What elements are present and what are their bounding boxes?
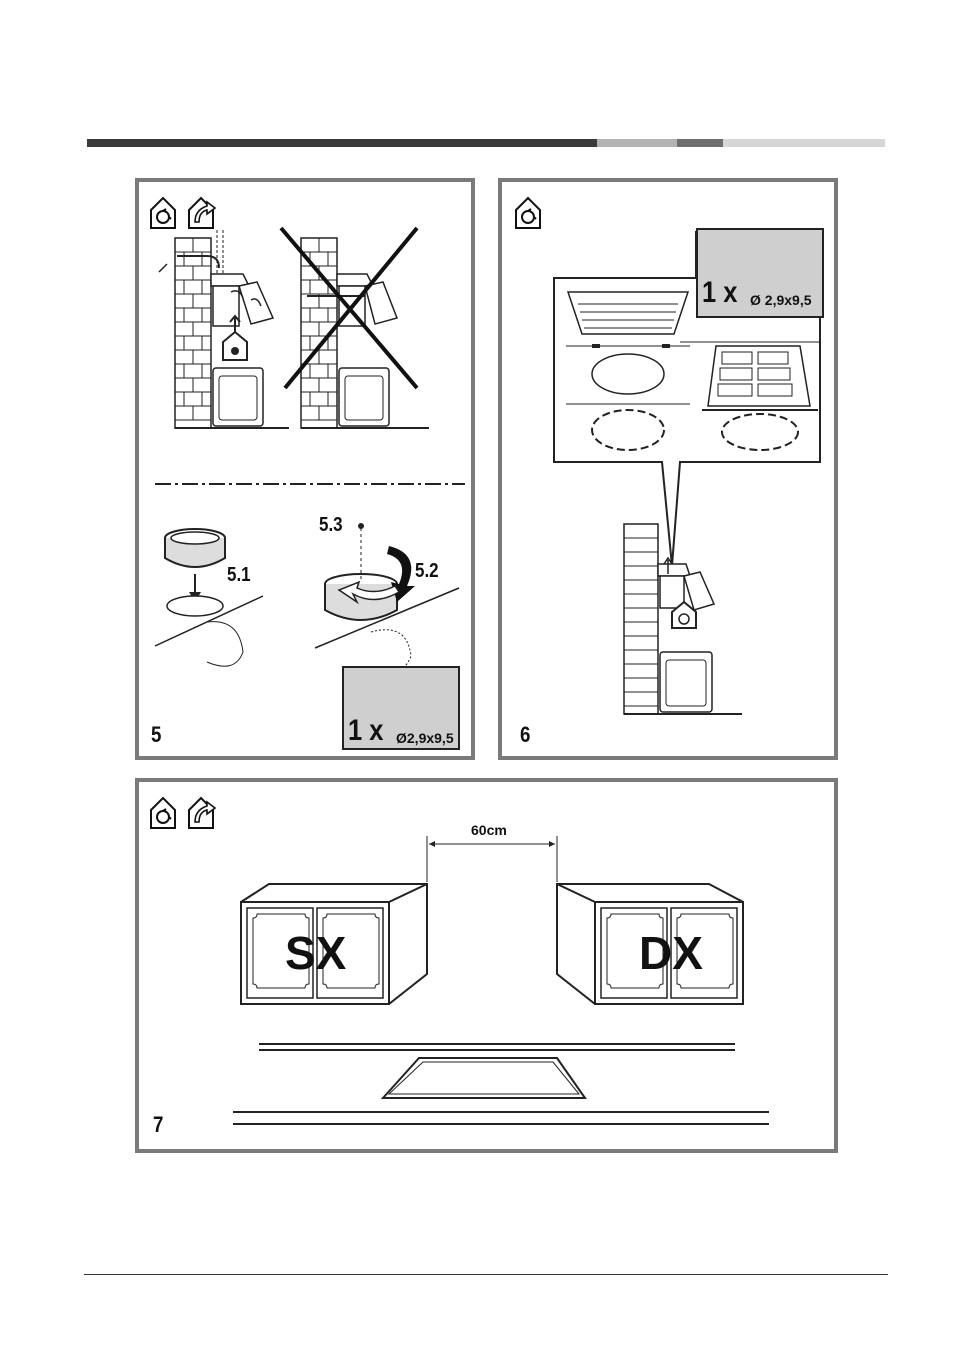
distance-dimension (427, 836, 557, 882)
screw-info-box: 1 x Ø2,9x9,5 (342, 666, 460, 750)
header-bar-mid (677, 139, 723, 147)
ducted-extraction-icon (189, 198, 215, 228)
header-bar-dark (87, 139, 597, 147)
collar-ring-5-2 (315, 523, 459, 673)
screw-quantity: 1 x (702, 276, 737, 310)
figure-number-5: 5 (151, 722, 161, 748)
wall-left-scene (159, 230, 289, 428)
recirculation-icon (151, 798, 175, 828)
collar-ring-5-1 (155, 529, 263, 666)
figure-7-panel: 60cm SX DX 7 (135, 778, 838, 1153)
header-bar-light (597, 139, 677, 147)
screw-quantity: 1 x (348, 714, 383, 748)
figure-6-panel: 1 x Ø 2,9x9,5 6 (498, 178, 838, 760)
figure-7-drawing (139, 782, 842, 1157)
step-label-5-1: 5.1 (227, 564, 251, 587)
ducted-extraction-icon (189, 798, 215, 828)
step-label-5-3: 5.3 (319, 514, 343, 537)
figure-number-6: 6 (520, 722, 530, 748)
figure-5-panel: 5.1 5.2 5.3 1 x Ø2,9x9,5 5 (135, 178, 475, 760)
hood-and-worktop (233, 1044, 769, 1124)
header-bar-pale (723, 139, 885, 147)
step-label-5-2: 5.2 (415, 560, 439, 583)
wall-scene-recirculation (624, 524, 742, 714)
wall-right-scene-incorrect (281, 228, 429, 428)
right-cabinet-label: DX (639, 926, 703, 980)
screw-spec: Ø2,9x9,5 (396, 730, 454, 746)
recirculation-icon (516, 198, 540, 228)
distance-label: 60cm (471, 822, 507, 838)
left-cabinet-label: SX (285, 926, 346, 980)
figure-number-7: 7 (153, 1112, 163, 1138)
screw-info-box: 1 x Ø 2,9x9,5 (696, 228, 824, 318)
recirculation-icon (151, 198, 175, 228)
footer-rule (84, 1274, 888, 1275)
screw-spec: Ø 2,9x9,5 (750, 292, 812, 308)
